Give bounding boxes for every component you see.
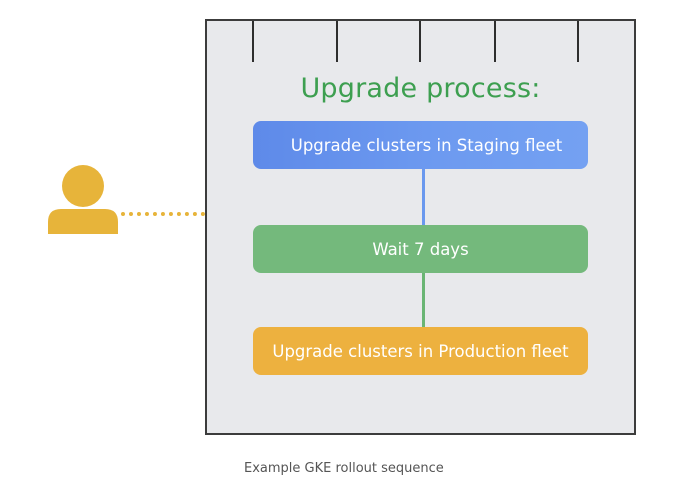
step-upgrade-production: Upgrade clusters in Production fleet	[253, 327, 588, 375]
board-pin	[336, 21, 338, 62]
step-upgrade-staging: Upgrade clusters in Staging fleet	[253, 121, 588, 169]
step-wait: Wait 7 days	[253, 225, 588, 273]
board-pin	[252, 21, 254, 62]
user-icon	[48, 165, 118, 234]
step-label: Upgrade clusters in Production fleet	[272, 341, 569, 361]
step-label: Wait 7 days	[372, 239, 469, 259]
board-pin	[494, 21, 496, 62]
board-pin	[577, 21, 579, 62]
connector-staging-to-wait	[422, 169, 425, 225]
figure-caption: Example GKE rollout sequence	[244, 461, 444, 476]
dotted-connector	[121, 212, 205, 216]
step-label: Upgrade clusters in Staging fleet	[290, 135, 563, 155]
board-pin	[419, 21, 421, 62]
process-title: Upgrade process:	[300, 73, 541, 104]
connector-wait-to-production	[422, 273, 425, 327]
